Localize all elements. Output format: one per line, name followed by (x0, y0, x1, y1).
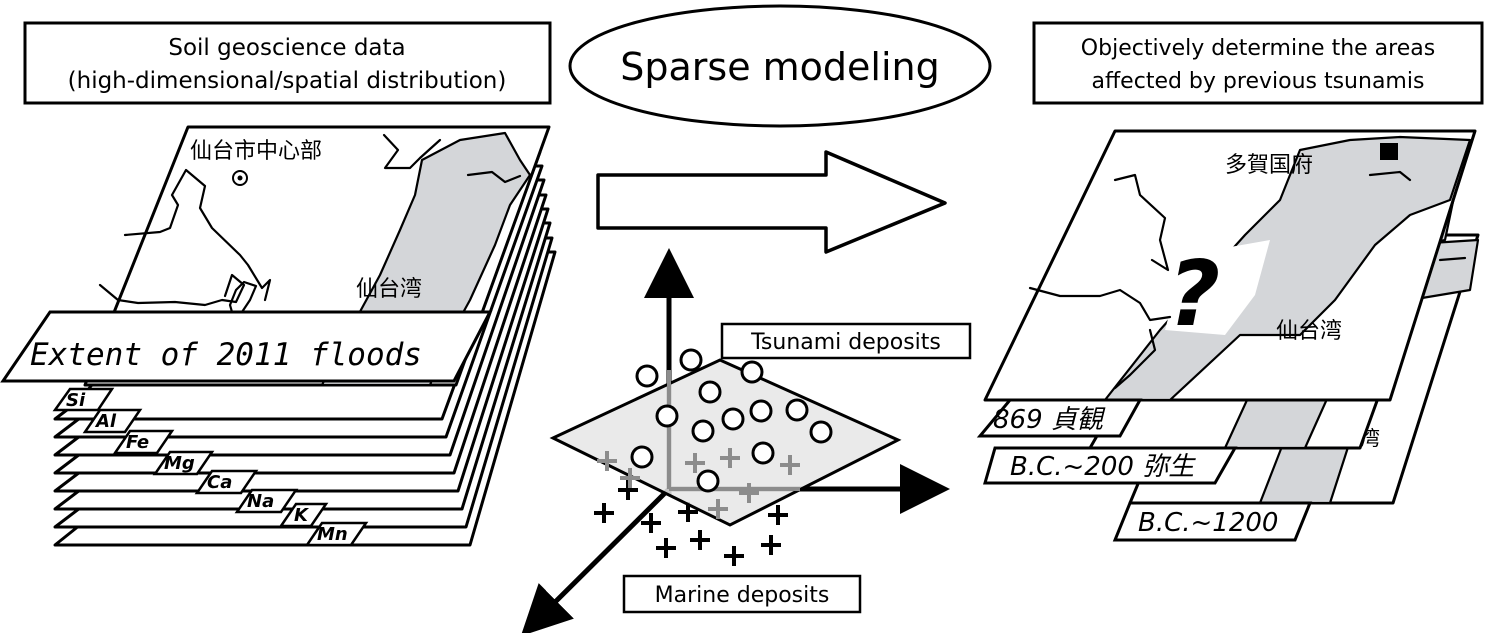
plus-marker (594, 503, 614, 523)
marine-label-box (622, 574, 862, 614)
circle-marker (691, 419, 715, 443)
left-title-box (23, 21, 552, 105)
city-center-icon (232, 170, 248, 186)
tsunami-label: Tsunami deposits (750, 330, 941, 355)
sheet-869: 多賀国府 ? 仙台湾 869 貞観 (976, 129, 1477, 438)
tab-mn: Mn (304, 521, 369, 547)
tsunami-label-box (720, 322, 972, 360)
tab-si-label: Si (66, 390, 86, 411)
tab-k-label: K (294, 505, 310, 526)
flood-banner: Extent of 2011 floods (0, 310, 493, 383)
period-label-bc200: B.C.~200 弥生 (1010, 452, 1196, 482)
plus-marker (761, 535, 781, 555)
circle-marker (696, 469, 720, 493)
sparse-modeling-title: Sparse modeling (620, 45, 940, 89)
kokufu-label: 多賀国府 (1225, 153, 1313, 178)
circle-marker (630, 445, 654, 469)
left-title-line2: (high-dimensional/spatial distribution) (68, 68, 507, 94)
plus-marker (641, 513, 661, 533)
city-center-label: 仙台市中心部 (190, 139, 322, 164)
z-axis (520, 487, 671, 633)
river-path (123, 168, 272, 302)
left-bay-label: 仙台湾 (356, 277, 422, 302)
plus-marker (724, 546, 744, 566)
flood-banner-label: Extent of 2011 floods (30, 337, 422, 373)
separating-plane (549, 358, 902, 527)
plus-marker (708, 499, 728, 519)
tab-fe: Fe (112, 429, 175, 455)
plus-marker (768, 505, 788, 525)
right-title-line2: affected by previous tsunamis (1092, 69, 1425, 94)
tab-mn-label: Mn (317, 524, 348, 545)
plus-marker (720, 448, 740, 468)
circle-marker (679, 348, 703, 372)
big-arrow-icon (596, 150, 947, 254)
plus-marker (780, 455, 800, 475)
tab-k: K (278, 502, 329, 528)
circle-marker (698, 380, 722, 404)
tab-mg: Mg (152, 450, 215, 476)
period-label-869: 869 貞観 (993, 405, 1106, 435)
circle-marker (785, 398, 809, 422)
tab-mg-label: Mg (164, 453, 195, 474)
sparse-modeling-ellipse (568, 4, 992, 128)
right-title-box (1032, 21, 1484, 105)
tab-na-label: Na (247, 491, 274, 512)
circle-marker (740, 360, 764, 384)
tab-al-label: Al (94, 411, 117, 432)
center-panel: Sparse modeling Tsunami deposits Ma (520, 4, 992, 633)
tsunami-points (630, 348, 833, 493)
plus-marker (685, 453, 705, 473)
plus-marker (690, 530, 710, 550)
plus-marker (739, 483, 759, 503)
element-tabs: Si Al Fe Mg Ca Na (52, 387, 369, 547)
unknown-area (1165, 240, 1270, 335)
circle-marker (721, 407, 745, 431)
boundary-path (98, 273, 246, 307)
left-title-line1: Soil geoscience data (168, 35, 405, 61)
plus-marker (620, 468, 640, 488)
coast-notch (466, 170, 522, 184)
marine-points-gray (597, 448, 800, 519)
marine-label: Marine deposits (655, 583, 830, 608)
right-title-line1: Objectively determine the areas (1081, 36, 1435, 61)
tab-na: Na (234, 488, 299, 514)
scatter-3d-plot: Tsunami deposits Marine deposits (520, 248, 972, 633)
plus-marker (656, 538, 676, 558)
circle-marker (751, 441, 775, 465)
circle-marker (635, 364, 659, 388)
question-mark-icon: ? (1168, 242, 1220, 347)
tab-ca: Ca (194, 469, 259, 495)
circle-marker (749, 399, 773, 423)
right-bay-label: 仙台湾 (1276, 319, 1342, 344)
left-panel: Soil geoscience data (high-dimensional/s… (0, 21, 557, 547)
marine-points-black (594, 480, 788, 566)
plus-marker (597, 451, 617, 471)
circle-marker (809, 420, 833, 444)
kokufu-marker-icon (1380, 143, 1398, 160)
tab-al: Al (82, 408, 143, 434)
coastline-path (382, 133, 442, 170)
period-label-bc1200: B.C.~1200 (1138, 508, 1278, 538)
tab-ca-label: Ca (207, 472, 232, 493)
tab-fe-label: Fe (126, 432, 149, 453)
right-panel: Objectively determine the areas affected… (976, 21, 1484, 542)
circle-marker (655, 404, 679, 428)
tab-si: Si (52, 387, 115, 412)
